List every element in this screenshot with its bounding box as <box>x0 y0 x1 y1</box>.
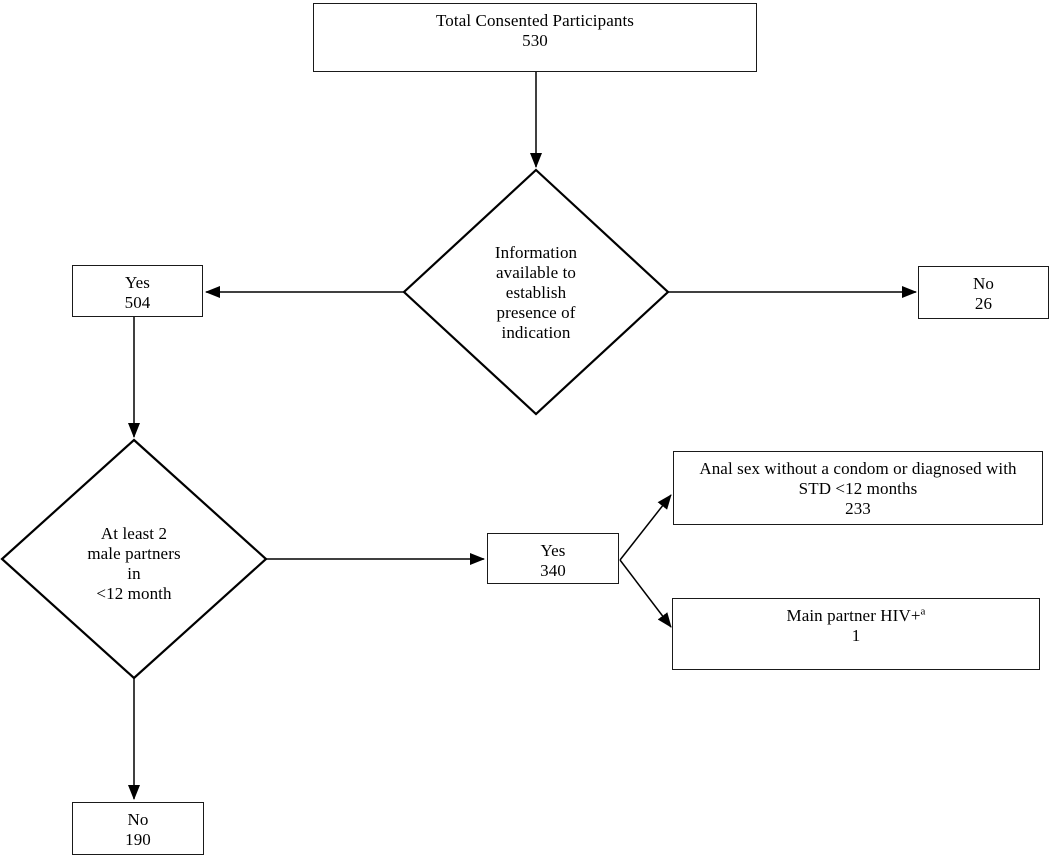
decision-indication-shape <box>402 168 670 416</box>
decision-indication-label: Information available to establish prese… <box>494 243 578 343</box>
node-total-label: Total Consented Participants <box>435 11 635 30</box>
node-total-value: 530 <box>522 31 548 51</box>
node-partners-yes: Yes 340 <box>487 533 619 584</box>
node-partners-no: No 190 <box>72 802 204 855</box>
node-indication-yes: Yes 504 <box>72 265 203 317</box>
node-indication-no-label: No <box>973 274 994 293</box>
node-indication-no-value: 26 <box>974 294 993 314</box>
decision-partners-label: At least 2 male partners in <12 month <box>87 524 181 604</box>
node-outcome-hiv-label: Main partner HIV+a <box>786 606 925 626</box>
node-outcome-std-value: 233 <box>845 499 871 519</box>
node-total-consented: Total Consented Participants 530 <box>313 3 757 72</box>
node-partners-yes-label: Yes <box>540 541 566 560</box>
node-outcome-hiv-text: Main partner HIV+ <box>786 606 921 625</box>
node-outcome-hiv-value: 1 <box>851 626 861 646</box>
node-outcome-std-label: Anal sex without a condom or diagnosed w… <box>699 459 1017 499</box>
node-partners-yes-value: 340 <box>540 561 566 581</box>
node-indication-yes-value: 504 <box>124 293 151 313</box>
node-outcome-std: Anal sex without a condom or diagnosed w… <box>673 451 1043 525</box>
node-partners-no-value: 190 <box>125 830 151 850</box>
node-indication-yes-label: Yes <box>124 273 151 292</box>
edge-yes340-to-hiv <box>619 559 672 628</box>
footnote-superscript-a: a <box>920 605 926 618</box>
node-indication-no: No 26 <box>918 266 1049 319</box>
node-outcome-hiv: Main partner HIV+a 1 <box>672 598 1040 670</box>
edge-yes340-to-std <box>619 494 672 561</box>
node-partners-no-label: No <box>127 810 149 829</box>
